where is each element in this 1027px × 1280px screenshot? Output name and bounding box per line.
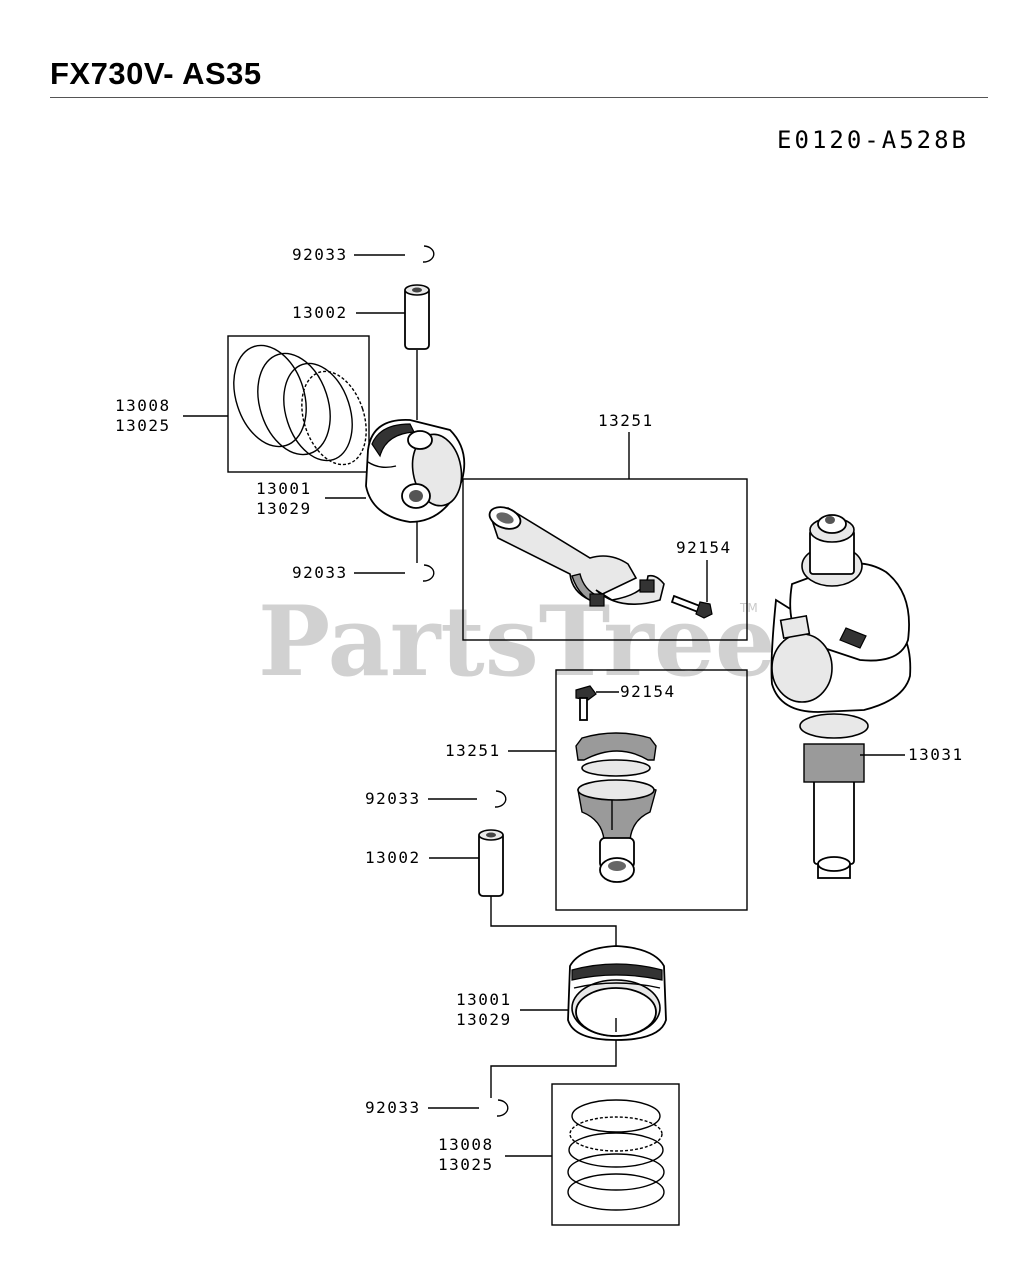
callout-92033-lower-bottom[interactable]: 92033 (365, 1098, 421, 1117)
circlip-part-lower-bottom[interactable] (496, 1099, 509, 1117)
callout-13001-upper[interactable]: 13001 (256, 479, 312, 498)
connecting-rod-box-lower (555, 669, 748, 911)
ring-set-box-lower (551, 1083, 680, 1226)
circlip-part-lower-top[interactable] (494, 790, 507, 808)
callout-92033-upper-bottom[interactable]: 92033 (292, 563, 348, 582)
callout-13025-upper[interactable]: 13025 (115, 416, 171, 435)
callout-13251-upper[interactable]: 13251 (598, 411, 654, 430)
callout-13008-lower[interactable]: 13008 (438, 1135, 494, 1154)
page-title: FX730V- AS35 (50, 56, 262, 91)
callout-13029-upper[interactable]: 13029 (256, 499, 312, 518)
circlip-part-upper-top[interactable] (422, 245, 435, 263)
ring-set-box-upper (227, 335, 370, 473)
connecting-rod-box-upper (462, 478, 748, 641)
callout-13251-lower[interactable]: 13251 (445, 741, 501, 760)
callout-92154-lower[interactable]: 92154 (620, 682, 676, 701)
connecting-rod-part-lower[interactable] (575, 732, 657, 883)
piston-part-lower[interactable] (567, 945, 667, 1041)
rod-bolt-part-lower[interactable] (575, 685, 597, 721)
callout-13008-upper[interactable]: 13008 (115, 396, 171, 415)
title-divider (50, 97, 988, 98)
piston-pin-part-lower[interactable] (478, 829, 504, 897)
callout-13002-lower[interactable]: 13002 (365, 848, 421, 867)
rod-bolt-part-upper[interactable] (670, 594, 713, 619)
callout-13031[interactable]: 13031 (908, 745, 964, 764)
piston-pin-part-upper[interactable] (404, 284, 430, 350)
callout-92154-upper[interactable]: 92154 (676, 538, 732, 557)
piston-ring-set-part-lower[interactable] (567, 1099, 665, 1211)
connecting-rod-part-upper[interactable] (487, 503, 665, 607)
piston-part-upper[interactable] (365, 419, 467, 523)
callout-92033-lower-top[interactable]: 92033 (365, 789, 421, 808)
piston-ring-set-part-upper[interactable] (222, 336, 378, 473)
watermark-trademark: TM (739, 601, 758, 615)
diagram-code: E0120-A528B (777, 126, 969, 154)
callout-13001-lower[interactable]: 13001 (456, 990, 512, 1009)
circlip-part-upper-bottom[interactable] (422, 564, 435, 582)
callout-13029-lower[interactable]: 13029 (456, 1010, 512, 1029)
callout-13025-lower[interactable]: 13025 (438, 1155, 494, 1174)
watermark: PartsTree (258, 585, 776, 698)
callout-92033-upper-top[interactable]: 92033 (292, 245, 348, 264)
callout-13002-upper[interactable]: 13002 (292, 303, 348, 322)
crankshaft-part[interactable] (770, 514, 912, 879)
